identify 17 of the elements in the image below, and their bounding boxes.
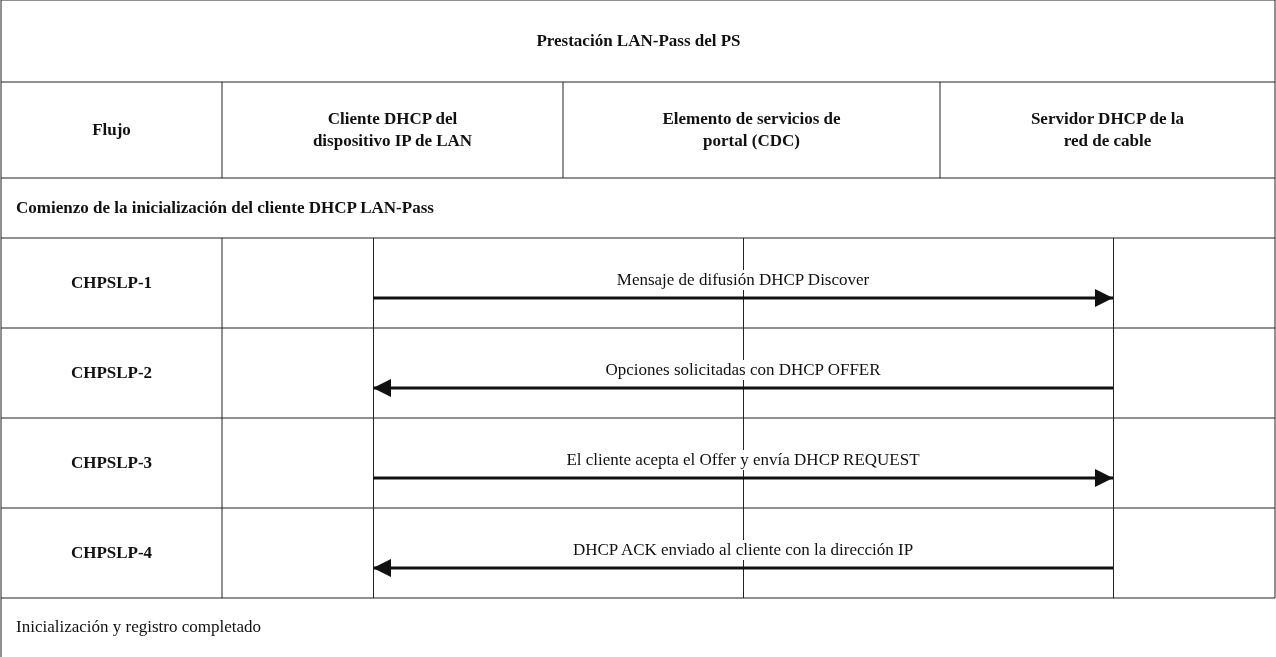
note: Inicialización y registro completado (16, 616, 261, 639)
lifeline (372, 238, 374, 598)
column-header: Flujo (92, 118, 131, 141)
column-header: Servidor DHCP de la red de cable (940, 82, 1275, 178)
arrow (373, 469, 1113, 487)
arrow (373, 379, 1113, 397)
step-label: CHPSLP-2 (70, 361, 153, 384)
arrow (373, 559, 1113, 577)
section-heading: Comienzo de la inicialización del cliente DHCP LAN-Pass (16, 196, 434, 219)
step-label: CHPSLP-3 (70, 451, 153, 474)
step-label: CHPSLP-1 (70, 271, 153, 294)
arrow (373, 289, 1113, 307)
lifeline (1112, 238, 1114, 598)
step-label: CHPSLP-4 (70, 541, 153, 564)
column-header: Cliente DHCP del dispositivo IP de LAN (222, 82, 563, 178)
column-header: Elemento de servicios de portal (CDC) (563, 82, 940, 178)
table-title: Prestación LAN-Pass del PS (536, 29, 741, 52)
